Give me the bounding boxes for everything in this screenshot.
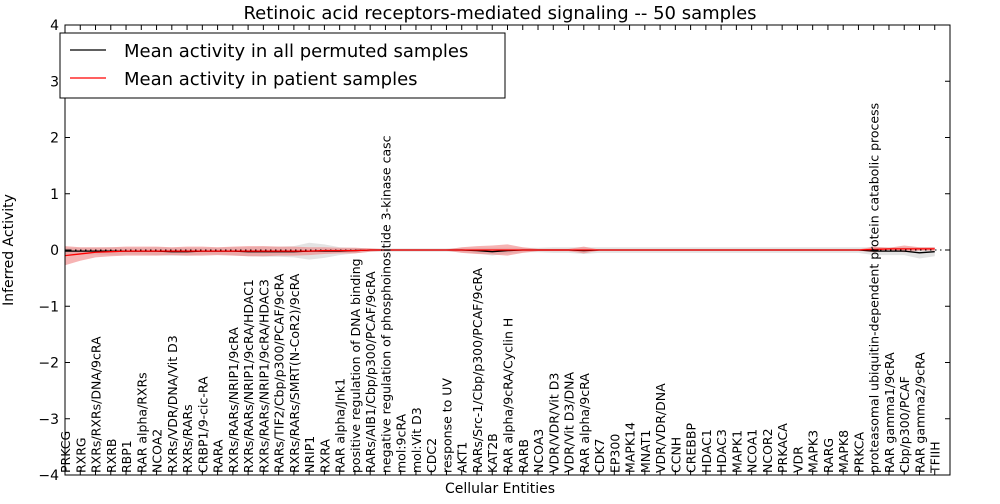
y-tick-label: 0 [50,243,59,259]
legend-label-patient: Mean activity in patient samples [124,69,418,90]
x-tick-label: CCNH [668,437,683,473]
y-tick-label: −1 [38,299,59,315]
x-tick-label: MAPK3 [806,430,821,473]
x-tick-label: MAPK14 [623,422,638,473]
x-tick-label: CDK7 [592,438,607,473]
x-tick-label: positive regulation of DNA binding [348,258,363,473]
y-tick-label: 3 [50,74,59,90]
x-tick-label: RARs/AIB1/Cbp/p300/PCAF/9cRA [363,271,378,473]
x-tick-label: RXRG [73,437,88,473]
x-tick-label: TFIIH [928,441,943,474]
x-tick-label: VDR/VDR/Vit D3 [546,373,561,473]
x-tick-label: MAPK1 [729,430,744,473]
x-axis-label: Cellular Entities [445,481,555,497]
x-tick-label: RAR alpha/9cRA [577,373,592,473]
x-tick-label: NCOA3 [531,429,546,473]
x-tick-label: RXRs/RARs/NRIP1/9cRA/HDAC3 [256,279,271,473]
x-tick-label: RXRs/RARs/SMRT(N-CoR2)/9cRA [287,273,302,473]
y-tick-label: 2 [50,131,59,147]
x-tick-label: RARB [516,439,531,473]
x-tick-label: VDR/VDR/DNA [653,383,668,473]
x-tick-label: RARs/TIF2/Cbp/p300/PCAF/9cRA [272,273,287,473]
legend-label-permuted: Mean activity in all permuted samples [124,41,468,62]
x-tick-label: RAR gamma2/9cRA [912,352,927,473]
x-tick-label: NCOA1 [745,429,760,473]
x-tick-label: negative regulation of phosphoinositide … [378,135,393,473]
x-tick-label: mol:Vit D3 [409,407,424,473]
x-tick-label: RAR gamma1/9cRA [882,352,897,473]
x-tick-label: RARs/Src-1/Cbp/p300/PCAF/9cRA [470,267,485,473]
y-tick-label: −2 [38,356,59,372]
legend: Mean activity in all permuted samples Me… [60,33,505,98]
x-tick-label: PRKCA [851,432,866,473]
x-tick-label: MAPK8 [836,430,851,473]
x-tick-label: RARA [211,439,226,473]
chart-title: Retinoic acid receptors-mediated signali… [243,3,756,24]
x-tick-label: RXRs/VDR/DNA/Vit D3 [165,335,180,473]
x-tick-label: RBP1 [119,440,134,473]
x-tick-label: RAR alpha/RXRs [134,372,149,473]
x-tick-label: AKT1 [455,442,470,473]
x-tick-label: RXRs/RARs/NRIP1/9cRA [226,327,241,473]
x-tick-label: response to UV [439,378,454,473]
x-tick-label: mol:9cRA [394,413,409,473]
y-axis-label: Inferred Activity [1,194,17,306]
confidence-bands [65,243,935,266]
y-tick-label: −4 [38,468,59,484]
y-tick-label: 4 [50,18,59,34]
x-tick-label: VDR/Vit D3/DNA [562,372,577,473]
x-tick-label: RXRB [104,438,119,473]
x-tick-label: KAT2B [485,433,500,473]
x-tick-label: PRKCG [58,431,73,473]
x-tick-label: CRBP1/9-cic-RA [195,376,210,473]
x-tick-label: HDAC1 [699,429,714,473]
x-tick-label: HDAC3 [714,429,729,473]
x-tick-label: CREBBP [684,423,699,473]
y-tick-label: −3 [38,412,59,428]
x-tick-label: PRKACA [775,423,790,473]
x-tick-label: RAR alpha/9cRA/Cyclin H [501,318,516,473]
x-tick-label: RXRs/RXRs/DNA/9cRA [89,336,104,473]
x-tick-label: NCOR2 [760,428,775,473]
x-tick-label: EP300 [607,434,622,473]
x-tick-label: VDR [790,446,805,473]
y-tick-label: 1 [50,187,59,203]
x-tick-label: RXRA [317,439,332,473]
x-tick-label: RARG [821,438,836,473]
x-tick-label: Cbp/p300/PCAF [897,376,912,473]
x-tick-label: RXRs/RARs/NRIP1/9cRA/HDAC1 [241,279,256,473]
x-tick-label: RAR alpha/Jnk1 [333,378,348,473]
x-tick-label: CDC2 [424,438,439,473]
x-tick-label: RXRs/RARs [180,404,195,473]
x-tick-label: NRIP1 [302,436,317,473]
x-tick-label: proteasomal ubiquitin-dependent protein … [867,103,882,473]
x-tick-label: MNAT1 [638,430,653,473]
x-tick-label: NCOA2 [150,429,165,473]
